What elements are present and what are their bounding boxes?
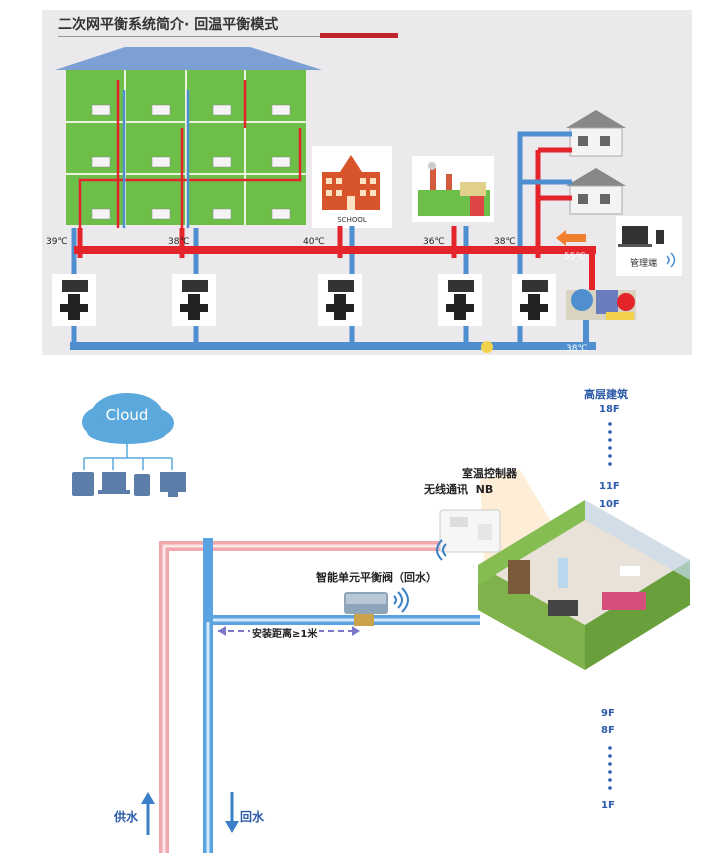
comm-label: 无线通讯 NB (424, 483, 494, 496)
cloud-icon (82, 393, 174, 444)
apartment-room (478, 500, 690, 670)
title-accent-bar (320, 33, 398, 38)
pump-station (566, 289, 636, 320)
return-label: 回水 (240, 810, 265, 824)
temp-label-3: 40℃ (303, 237, 325, 247)
supply-label: 供水 (114, 810, 139, 824)
junction-dot (481, 341, 493, 353)
cloud-label: Cloud (106, 406, 149, 424)
valve-label: 智能单元平衡阀（回水） (316, 571, 437, 584)
manager-label: 管理端 (630, 257, 657, 269)
smart-balance-valve (344, 592, 388, 626)
phone-icon (656, 230, 664, 244)
laptop-icon (622, 226, 648, 244)
floor-11f: 11F (599, 481, 620, 492)
controller-label: 室温控制器 (462, 467, 517, 480)
high-building-label: 高层建筑 (584, 388, 628, 401)
floor-9f: 9F (601, 708, 615, 719)
return-arrow-icon (225, 792, 239, 833)
floor-8f: 8F (601, 725, 615, 736)
title-underline (58, 36, 320, 37)
valve-signal-icon (393, 587, 409, 613)
temp-label-1: 39℃ (46, 237, 68, 247)
valves (52, 274, 556, 326)
house-2 (566, 168, 626, 215)
flow-arrow (556, 230, 586, 246)
distance-label: 安装距离≥1米 (250, 625, 320, 640)
house-1 (566, 110, 626, 157)
thermostat-signal-icon (436, 539, 447, 561)
supply-arrow-icon (141, 792, 155, 835)
device-icons (72, 472, 186, 497)
school-label: SCHOOL (337, 216, 367, 224)
heating-network-diagram: SCHOOL 管理端 (46, 47, 682, 354)
unit-balance-diagram: Cloud (72, 393, 690, 853)
radiators (91, 104, 291, 220)
temp-label-4: 36℃ (423, 237, 445, 247)
temp-label-5: 38℃ (494, 237, 516, 247)
floor-18f: 18F (599, 404, 620, 415)
top-title: 二次网平衡系统简介· 回温平衡模式 (58, 17, 279, 33)
supply-temp-label: 55℃ (564, 252, 586, 262)
floor-dots (608, 422, 612, 790)
return-temp-label: 38℃ (566, 344, 588, 354)
floor-1f: 1F (601, 800, 615, 811)
supply-pipe-edge (162, 544, 480, 853)
temp-label-2: 38℃ (168, 237, 190, 247)
floor-10f: 10F (599, 499, 620, 510)
building-roof (55, 47, 322, 70)
